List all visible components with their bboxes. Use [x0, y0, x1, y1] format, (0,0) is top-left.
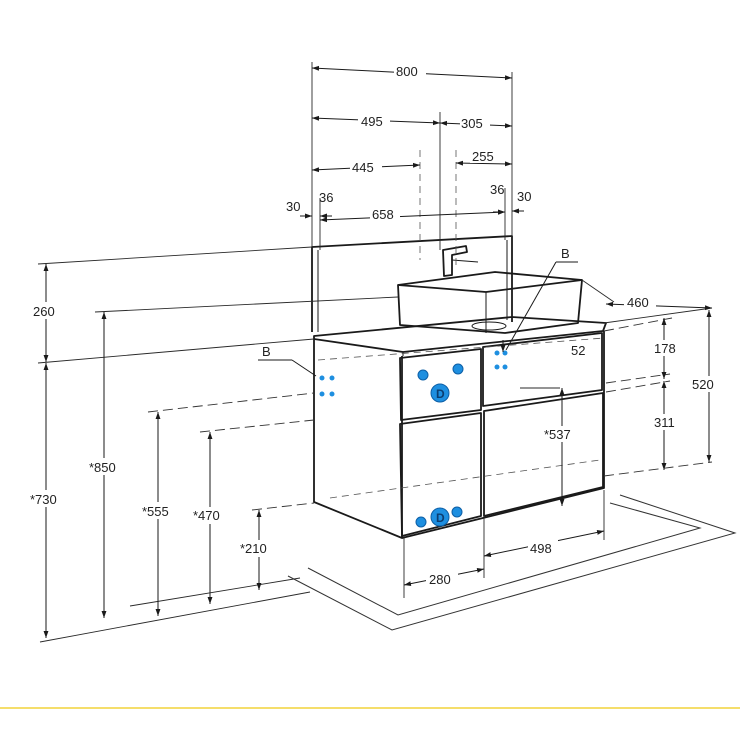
dim-730-label: *730	[30, 492, 57, 507]
vessel-sink	[397, 271, 583, 334]
dim-800: 800	[311, 62, 513, 81]
backsplash-panel	[311, 235, 513, 332]
dim-36-right-label: 36	[490, 182, 504, 197]
dim-178-label: 178	[654, 341, 676, 356]
dim-210: *210	[238, 510, 278, 590]
dim-555-label: *555	[142, 504, 169, 519]
dim-255: 255	[455, 149, 513, 167]
dim-445: 445	[311, 158, 421, 175]
drain-marker-upper: D	[417, 363, 464, 403]
floor-outline	[287, 494, 737, 631]
dim-311: 311	[650, 381, 682, 470]
dim-260-label: 260	[33, 304, 55, 319]
dim-52: 52	[500, 340, 585, 358]
dim-730: *730	[28, 363, 70, 638]
dim-30-left: 30	[286, 199, 312, 219]
dim-537: *537	[543, 388, 581, 506]
dim-255-label: 255	[472, 149, 494, 164]
dim-30-right-label: 30	[517, 189, 531, 204]
dim-260: 260	[30, 264, 64, 362]
dim-36-left: 36	[319, 190, 333, 219]
dim-280-label: 280	[429, 572, 451, 587]
right-extension-lines	[520, 279, 713, 477]
top-extension-lines	[311, 62, 513, 270]
dim-498-label: 498	[530, 541, 552, 556]
dim-658: 658	[319, 206, 506, 223]
dim-305-label: 305	[461, 116, 483, 131]
countertop	[313, 316, 607, 356]
dim-30-left-label: 30	[286, 199, 300, 214]
dim-850: *850	[88, 312, 130, 618]
dim-36-right: 36	[490, 182, 505, 215]
dim-537-label: *537	[544, 427, 571, 442]
callout-b-right-label: B	[561, 246, 570, 261]
dim-470: *470	[192, 432, 232, 604]
callout-b-left-label: B	[262, 344, 271, 359]
dim-850-label: *850	[89, 460, 116, 475]
dim-30-right: 30	[512, 189, 531, 214]
dim-495-label: 495	[361, 114, 383, 129]
drain-mark-upper: D	[436, 387, 445, 401]
dim-311-label: 311	[654, 415, 675, 430]
dim-305: 305	[439, 116, 513, 132]
dim-445-label: 445	[352, 160, 374, 175]
dim-470-label: *470	[193, 508, 220, 523]
dim-520: 520	[690, 310, 724, 462]
dim-658-label: 658	[372, 207, 394, 222]
dim-555: *555	[140, 412, 182, 616]
drain-marker-lower: D	[415, 506, 463, 528]
dim-178: 178	[650, 318, 682, 379]
service-points-left	[319, 375, 335, 397]
dim-520-label: 520	[692, 377, 714, 392]
dim-495: 495	[311, 112, 441, 129]
faucet	[442, 245, 479, 277]
dim-210-label: *210	[240, 541, 267, 556]
dim-460: 460	[605, 294, 713, 311]
dim-280: 280	[403, 567, 485, 587]
callout-b-right: B	[505, 246, 578, 351]
drain-mark-lower: D	[436, 511, 445, 525]
dim-800-label: 800	[396, 64, 418, 79]
callout-b-left: B	[258, 344, 317, 377]
dim-36-left-label: 36	[319, 190, 333, 205]
dim-52-label: 52	[571, 343, 585, 358]
service-points-right	[494, 350, 508, 370]
dim-460-label: 460	[627, 295, 649, 310]
dim-498: 498	[483, 530, 605, 557]
left-extension-lines	[37, 246, 399, 643]
